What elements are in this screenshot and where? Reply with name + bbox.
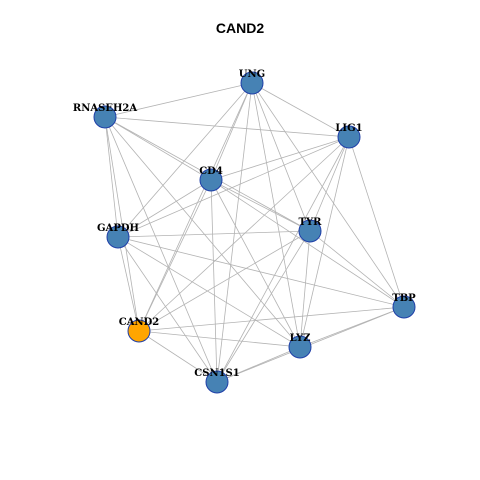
node-lyz [288, 335, 312, 359]
node-label-cand2: CAND2 [119, 317, 160, 328]
node-cand2 [127, 319, 151, 343]
edge-lyz-csn1s1 [216, 346, 301, 383]
edge-gapdh-tbp [117, 236, 405, 308]
edge-cand2-csn1s1 [138, 330, 218, 383]
edge-tyr-csn1s1 [216, 230, 311, 383]
node-cd4 [199, 168, 223, 192]
node-csn1s1 [205, 370, 229, 394]
edge-cd4-gapdh [117, 179, 212, 238]
edge-gapdh-csn1s1 [117, 236, 218, 383]
edge-rnaseh2a-gapdh [104, 116, 119, 238]
edge-ung-lig1 [251, 82, 350, 138]
edge-gapdh-cand2 [117, 236, 140, 332]
node-label-cd4: CD4 [199, 166, 223, 177]
diagram-title: CAND2 [215, 20, 265, 36]
node-rnaseh2a [93, 105, 117, 129]
node-tyr [298, 219, 322, 243]
edge-gapdh-lyz [117, 236, 301, 348]
edge-cd4-lyz [210, 179, 301, 348]
edge-gapdh-tyr [117, 230, 311, 238]
node-ung [240, 71, 264, 95]
edge-cd4-tyr [210, 179, 311, 232]
edge-ung-gapdh [117, 82, 253, 238]
edge-cd4-cand2 [138, 179, 212, 332]
edge-cd4-tbp [210, 179, 405, 308]
edge-layer [104, 82, 405, 383]
edge-lig1-lyz [299, 136, 350, 348]
edge-lig1-cand2 [138, 136, 350, 332]
edge-lig1-tbp [348, 136, 405, 308]
edge-rnaseh2a-cd4 [104, 116, 212, 181]
node-label-csn1s1: CSN1S1 [194, 368, 239, 379]
edge-lig1-gapdh [117, 136, 350, 238]
node-lig1 [337, 125, 361, 149]
edge-tbp-cand2 [138, 306, 405, 332]
edge-ung-lyz [251, 82, 301, 348]
edge-ung-tyr [251, 82, 311, 232]
node-label-lyz: LYZ [290, 333, 311, 344]
edge-rnaseh2a-csn1s1 [104, 116, 218, 383]
edge-rnaseh2a-lyz [104, 116, 301, 348]
node-tbp [392, 295, 416, 319]
edge-rnaseh2a-cand2 [104, 116, 140, 332]
node-label-ung: UNG [239, 69, 265, 80]
edge-cand2-lyz [138, 330, 301, 348]
edge-tyr-lyz [299, 230, 311, 348]
edge-lig1-cd4 [210, 136, 350, 181]
edge-lig1-tyr [309, 136, 350, 232]
edge-ung-rnaseh2a [104, 82, 253, 118]
edge-rnaseh2a-lig1 [104, 116, 350, 138]
edge-tyr-cand2 [138, 230, 311, 332]
edge-ung-csn1s1 [216, 82, 253, 383]
edge-tyr-tbp [309, 230, 405, 308]
node-label-gapdh: GAPDH [97, 223, 139, 234]
edge-ung-cand2 [138, 82, 253, 332]
node-gapdh [106, 225, 130, 249]
node-label-lig1: LIG1 [335, 123, 362, 134]
edge-ung-tbp [251, 82, 405, 308]
edge-ung-cd4 [210, 82, 253, 181]
node-label-rnaseh2a: RNASEH2A [73, 103, 137, 114]
edge-cd4-csn1s1 [210, 179, 218, 383]
node-label-tbp: TBP [392, 293, 416, 304]
node-label-tyr: TYR [299, 217, 323, 228]
